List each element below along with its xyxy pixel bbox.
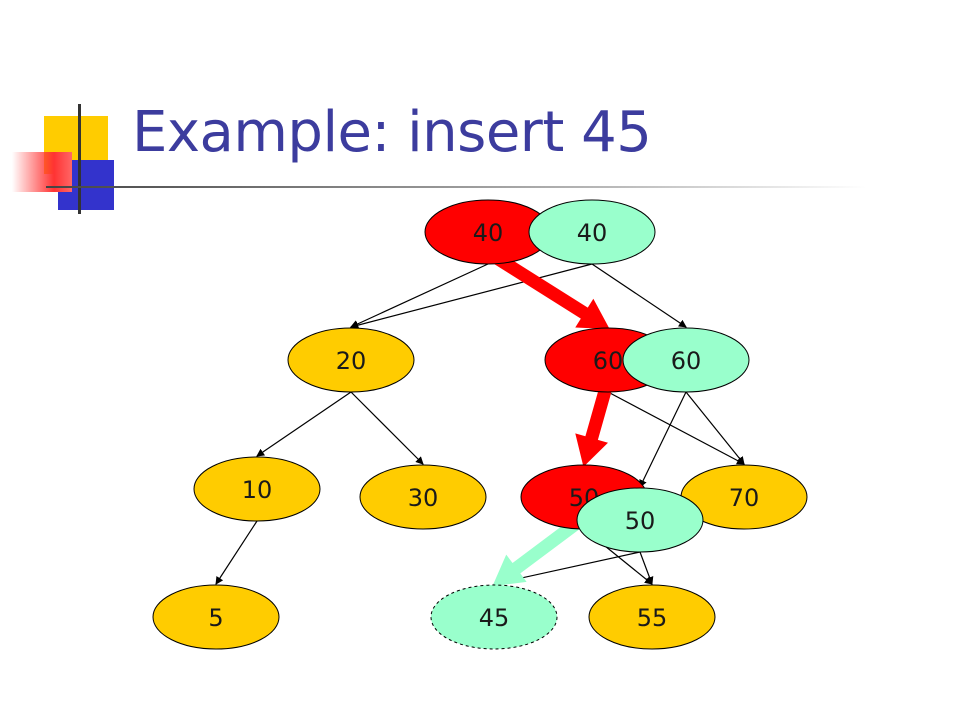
tree-node-5-regular: 5 (152, 584, 280, 650)
node-label: 50 (625, 507, 656, 535)
tree-edge (350, 391, 424, 465)
tree-node-45-inserted: 45 (430, 584, 558, 650)
title-deco-vertical-line (78, 104, 81, 214)
node-ellipse (588, 584, 716, 650)
insert-path-arrow (492, 513, 587, 587)
tree-node-20-regular: 20 (287, 327, 415, 393)
tree-edge (607, 391, 745, 465)
node-label: 40 (473, 219, 504, 247)
node-label: 45 (479, 604, 510, 632)
slide-title: Example: insert 45 (132, 100, 652, 165)
tree-edge (591, 263, 687, 328)
tree-edge (215, 520, 258, 585)
title-deco-red-block (12, 152, 72, 192)
tree-edge (256, 391, 352, 457)
node-label: 60 (593, 347, 624, 375)
tree-node-40-new: 40 (528, 199, 656, 265)
node-ellipse (193, 456, 321, 522)
node-ellipse (528, 199, 656, 265)
node-label: 40 (577, 219, 608, 247)
node-label: 60 (671, 347, 702, 375)
node-ellipse (287, 327, 415, 393)
tree-node-10-regular: 10 (193, 456, 321, 522)
node-label: 55 (637, 604, 668, 632)
search-path-arrow (575, 380, 614, 467)
node-ellipse (622, 327, 750, 393)
node-label: 10 (242, 476, 273, 504)
node-ellipse (152, 584, 280, 650)
tree-node-60-new: 60 (622, 327, 750, 393)
tree-edge (639, 551, 654, 585)
node-label: 70 (729, 484, 760, 512)
tree-edge (350, 263, 593, 330)
tree-node-50-new: 50 (576, 487, 704, 553)
node-ellipse (359, 464, 487, 530)
node-ellipse (576, 487, 704, 553)
tree-edge (350, 263, 489, 328)
node-label: 30 (408, 484, 439, 512)
tree-node-30-regular: 30 (359, 464, 487, 530)
node-ellipse (430, 584, 558, 650)
tree-node-55-regular: 55 (588, 584, 716, 650)
tree-node-40-old: 40 (424, 199, 552, 265)
search-path-arrow (486, 248, 610, 330)
title-deco-horizontal-line (46, 186, 866, 188)
tree-edge (685, 391, 745, 465)
node-label: 5 (208, 604, 223, 632)
node-label: 20 (336, 347, 367, 375)
tree-edge (639, 391, 687, 488)
tree-node-70-regular: 70 (680, 464, 808, 530)
